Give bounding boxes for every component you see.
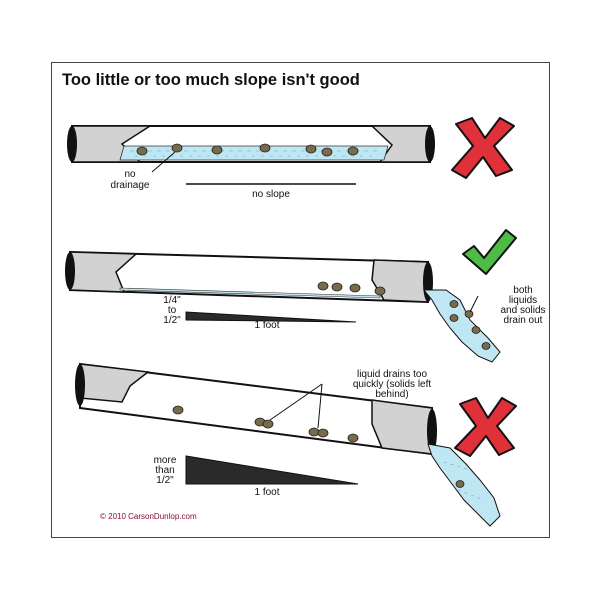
outcome-label-gentle: both liquids and solids drain out (500, 285, 546, 326)
panel-steep-slope (75, 362, 517, 527)
outcome-label-steep: liquid drains too quickly (solids left b… (352, 369, 432, 400)
run-label-steep: 1 foot (254, 487, 280, 498)
pipe-steep-slope (75, 362, 437, 456)
green-check-icon (462, 229, 517, 275)
slope-triangle-steep (185, 455, 359, 485)
solids (136, 143, 359, 157)
copyright-notice: © 2010 CarsonDunlop.com (100, 512, 197, 521)
solids (317, 281, 386, 296)
outflow-solids (449, 300, 491, 350)
no-drainage-label: no drainage (110, 169, 150, 191)
pipe-level (67, 125, 435, 163)
rise-label-steep: more than 1/2" (153, 455, 177, 486)
diagram-title: Too little or too much slope isn't good (62, 71, 360, 89)
slope-triangle-gentle (185, 311, 357, 323)
panel-no-slope (67, 117, 515, 185)
run-label-gentle: 1 foot (254, 320, 280, 331)
red-x-icon (451, 117, 515, 179)
pipe-gentle-slope (65, 250, 433, 304)
panel-correct-slope (65, 229, 517, 363)
solids-pointer-2 (317, 383, 323, 429)
rise-label-gentle: 1/4" to 1/2" (163, 295, 181, 326)
no-drainage-pointer (151, 151, 176, 173)
standing-water (119, 145, 389, 161)
outcome-pointer (469, 295, 479, 313)
outflow-stream (422, 289, 501, 363)
solids (172, 405, 359, 443)
no-slope-label: no slope (252, 189, 290, 200)
solids-pointer-1 (269, 383, 323, 421)
red-x-icon (454, 397, 517, 457)
